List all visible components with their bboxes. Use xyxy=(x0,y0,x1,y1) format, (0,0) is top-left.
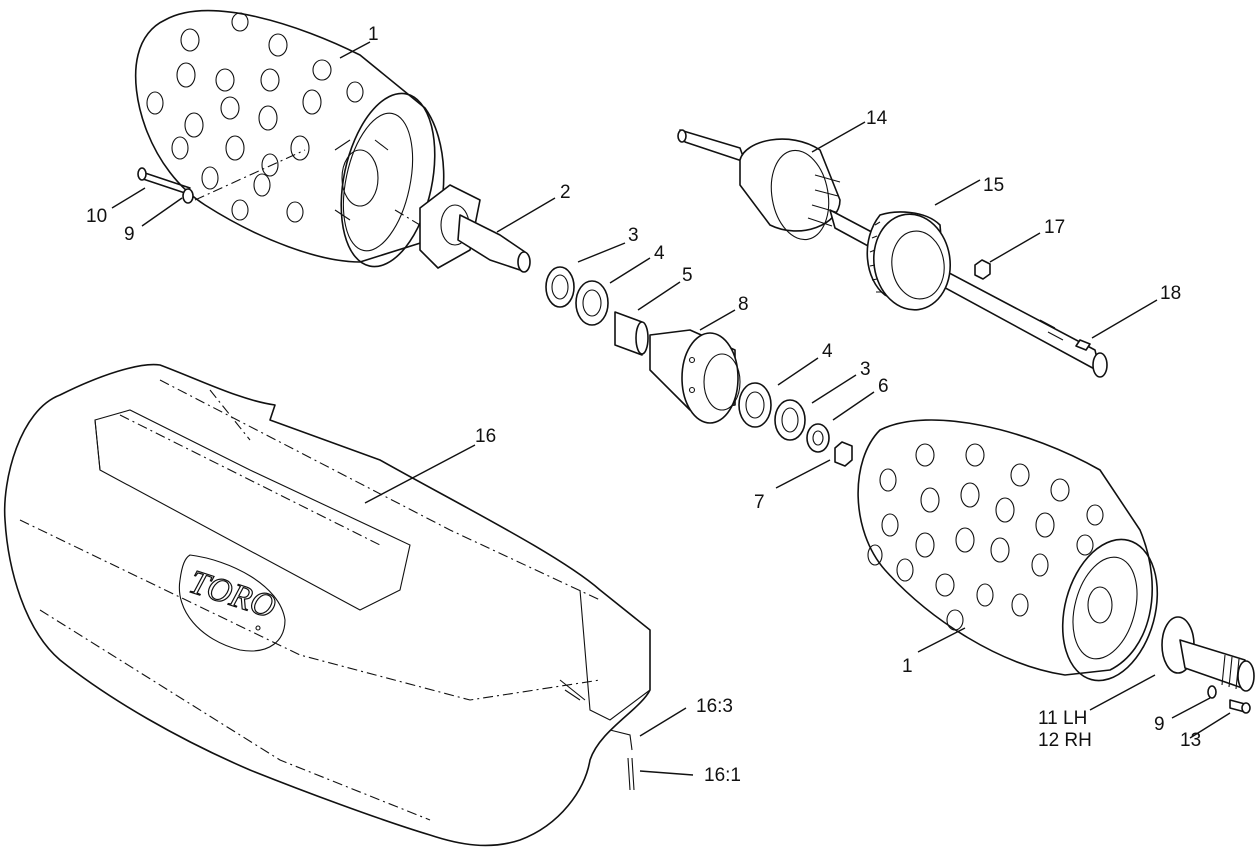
washer-3-lower xyxy=(774,399,806,441)
callout-11-lh: 11 LH xyxy=(1038,708,1087,729)
washer-9-upper xyxy=(182,188,194,204)
flange-shaft-2 xyxy=(419,184,531,273)
callout-3-upper: 3 xyxy=(628,225,639,246)
callout-14: 14 xyxy=(866,108,888,129)
bolt-13 xyxy=(1229,699,1251,714)
callout-3-lower: 3 xyxy=(860,359,871,380)
callout-12-rh: 12 RH xyxy=(1038,730,1092,751)
callout-13: 13 xyxy=(1180,730,1201,751)
callout-1-upper: 1 xyxy=(368,24,379,45)
gear-15 xyxy=(866,211,952,311)
roller-upper-left xyxy=(134,9,445,268)
bolt-10 xyxy=(137,167,191,195)
key-18 xyxy=(1075,339,1091,351)
washer-3-upper xyxy=(545,266,575,308)
callout-7: 7 xyxy=(754,492,765,513)
callout-18: 18 xyxy=(1160,283,1181,304)
washer-9-lower xyxy=(1207,685,1217,699)
leader-lines xyxy=(111,41,1231,776)
callout-1-lower: 1 xyxy=(902,656,913,677)
pin-16-1 xyxy=(627,757,635,791)
seal-6 xyxy=(806,423,830,453)
callout-labels: 1 2 3 4 5 8 4 3 6 7 14 15 17 18 16 1 11 … xyxy=(86,24,1201,786)
callout-17: 17 xyxy=(1044,217,1065,238)
callout-2: 2 xyxy=(560,182,571,203)
callout-4-lower: 4 xyxy=(822,341,833,362)
bearing-4-upper xyxy=(575,280,609,326)
roller-lower-right xyxy=(857,419,1159,682)
shaft-assembly-14 xyxy=(677,129,841,241)
callout-9-lower: 9 xyxy=(1154,714,1165,735)
callout-10: 10 xyxy=(86,206,107,227)
spacer-5 xyxy=(614,311,649,356)
flange-shaft-11-12 xyxy=(1161,616,1255,692)
callout-4-upper: 4 xyxy=(654,243,665,264)
callout-16-1: 16:1 xyxy=(704,765,741,786)
nut-7 xyxy=(834,441,853,467)
bearing-4-lower xyxy=(738,382,772,428)
grass-basket-16: TORO xyxy=(3,363,651,847)
callout-16-3: 16:3 xyxy=(696,696,733,717)
callout-9-upper: 9 xyxy=(124,224,135,245)
callout-8: 8 xyxy=(738,294,749,315)
callout-15: 15 xyxy=(983,175,1004,196)
hub-housing-8 xyxy=(649,329,741,424)
nut-17 xyxy=(974,259,991,280)
callout-16: 16 xyxy=(475,426,496,447)
callout-5: 5 xyxy=(682,265,693,286)
callout-6: 6 xyxy=(878,376,889,397)
